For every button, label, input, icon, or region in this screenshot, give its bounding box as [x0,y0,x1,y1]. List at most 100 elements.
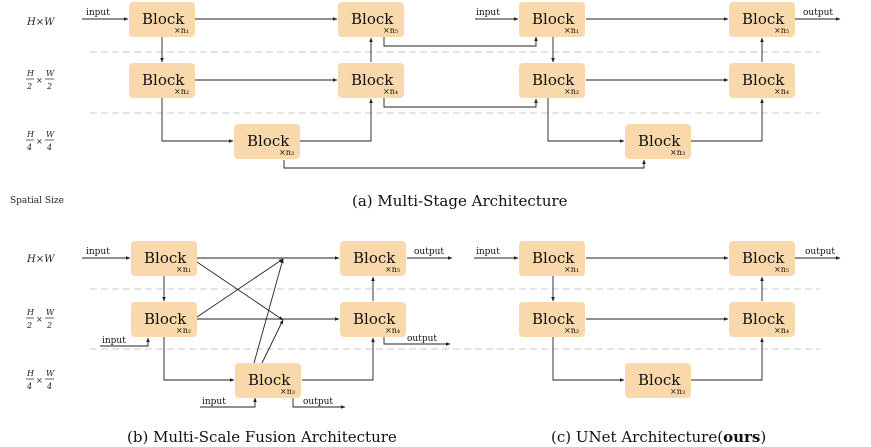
input-label: input [476,247,500,257]
input-label: input [86,8,110,18]
svg-text:W: W [46,369,55,378]
svg-text:×n₃: ×n₃ [670,148,685,157]
svg-text:2: 2 [46,321,52,330]
row-labels-top: H×W H 2 × W 2 H 4 × W 4 Spatial Size [10,17,64,206]
block: Block ×n₁ [129,2,195,37]
svg-text:×n₄: ×n₄ [383,87,398,96]
block: Block ×n₄ [340,302,406,337]
block: Block ×n₃ [625,363,691,398]
diagram-c-io-labels: input output [476,247,835,257]
input-label: input [102,336,126,346]
row-label-full-bottom: H×W [26,254,55,265]
svg-text:Block: Block [144,310,187,328]
svg-text:2: 2 [46,82,52,91]
block: Block ×n₂ [131,302,197,337]
svg-text:×n₅: ×n₅ [383,26,398,35]
spatial-size-label: Spatial Size [10,196,64,206]
svg-text:×: × [36,76,43,85]
block: Block ×n₃ [625,124,691,159]
svg-text:W: W [46,130,55,139]
svg-text:Block: Block [353,310,396,328]
svg-text:×n₂: ×n₂ [176,326,191,335]
svg-text:×n₄: ×n₄ [774,87,789,96]
svg-text:×n₅: ×n₅ [385,265,400,274]
svg-text:Block: Block [742,310,785,328]
block: Block ×n₅ [338,2,404,37]
svg-text:×n₅: ×n₅ [774,265,789,274]
block: Block ×n₄ [338,63,404,98]
svg-text:×n₄: ×n₄ [385,326,400,335]
block: Block ×n₅ [729,241,795,276]
svg-text:×n₂: ×n₂ [564,87,579,96]
svg-text:×: × [36,137,43,146]
svg-text:Block: Block [247,132,290,150]
block: Block ×n₂ [519,63,585,98]
row-label-half-bottom: H 2 × W 2 [26,308,55,330]
block: Block ×n₁ [131,241,197,276]
svg-text:W: W [46,69,55,78]
row-separators [90,51,820,350]
svg-text:Block: Block [144,249,187,267]
svg-text:×n₃: ×n₃ [670,387,685,396]
row-label-full: H×W [26,17,55,28]
block: Block ×n₅ [340,241,406,276]
block: Block ×n₃ [235,363,301,398]
svg-text:2: 2 [26,82,32,91]
svg-text:Block: Block [351,10,394,28]
svg-text:Block: Block [532,249,575,267]
svg-text:4: 4 [46,382,52,391]
svg-text:Block: Block [742,10,785,28]
caption-c: (c) UNet Architecture(ours) [551,428,766,446]
block: Block ×n₅ [729,2,795,37]
svg-text:Block: Block [532,310,575,328]
diagram-b-io-labels: input input input output output output [86,247,444,407]
svg-text:Block: Block [351,71,394,89]
svg-text:Block: Block [532,10,575,28]
block: Block ×n₄ [729,302,795,337]
svg-text:×n₄: ×n₄ [774,326,789,335]
svg-text:H: H [26,308,35,317]
caption-b: (b) Multi-Scale Fusion Architecture [127,428,397,446]
svg-text:Block: Block [742,249,785,267]
row-label-quarter-bottom: H 4 × W 4 [26,369,55,391]
svg-text:Block: Block [353,249,396,267]
svg-text:×: × [36,315,43,324]
caption-a: (a) Multi-Stage Architecture [352,192,568,210]
svg-text:Block: Block [532,71,575,89]
output-label: output [407,334,437,344]
svg-text:×n₃: ×n₃ [279,148,294,157]
svg-text:Block: Block [638,132,681,150]
svg-text:4: 4 [26,143,32,152]
output-label: output [303,397,333,407]
input-label: input [476,8,500,18]
svg-text:×n₁: ×n₁ [176,265,191,274]
input-label: input [202,397,226,407]
svg-text:×n₁: ×n₁ [174,26,189,35]
svg-text:×n₃: ×n₃ [280,387,295,396]
svg-text:×n₂: ×n₂ [174,87,189,96]
output-label: output [414,247,444,257]
diagram-b-edges [82,256,453,409]
svg-text:×n₂: ×n₂ [564,326,579,335]
block: Block ×n₂ [519,302,585,337]
block: Block ×n₄ [729,63,795,98]
svg-text:4: 4 [46,143,52,152]
svg-text:×: × [36,376,43,385]
output-label: output [805,247,835,257]
diagram-a-edges [82,17,841,169]
block: Block ×n₃ [234,124,300,159]
svg-text:Block: Block [142,71,185,89]
svg-text:H: H [26,69,35,78]
svg-text:H: H [26,369,35,378]
svg-text:H: H [26,130,35,139]
svg-text:Block: Block [742,71,785,89]
svg-text:Block: Block [638,371,681,389]
row-labels-bottom: H×W H 2 × W 2 H 4 × W 4 [26,254,55,391]
svg-text:×n₁: ×n₁ [564,26,579,35]
block: Block ×n₁ [519,241,585,276]
svg-text:W: W [46,308,55,317]
svg-text:×n₅: ×n₅ [774,26,789,35]
diagram-a-io-labels: input input output [86,8,833,18]
output-label: output [803,8,833,18]
